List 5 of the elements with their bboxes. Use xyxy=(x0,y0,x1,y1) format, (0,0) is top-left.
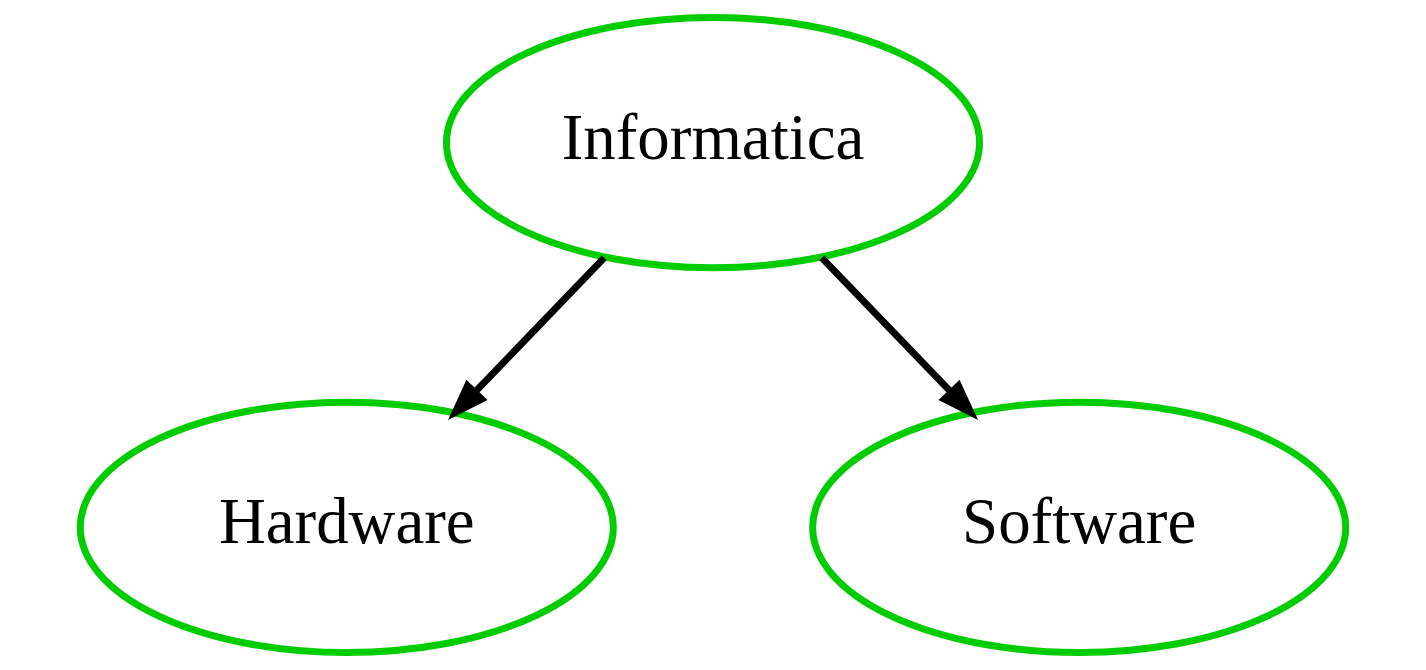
arrow xyxy=(447,255,607,421)
arrow xyxy=(819,255,979,421)
node-ellipse: Software xyxy=(809,398,1350,656)
node-ellipse: Informatica xyxy=(443,14,983,272)
node-ellipse: Hardware xyxy=(76,398,617,656)
